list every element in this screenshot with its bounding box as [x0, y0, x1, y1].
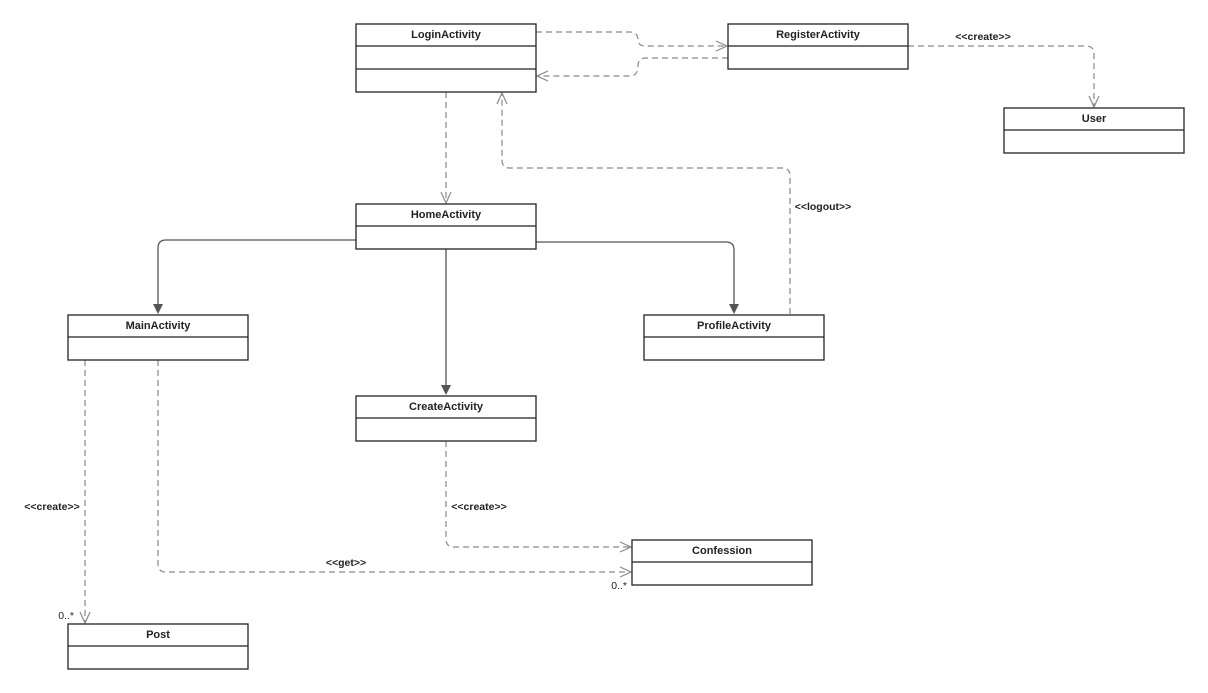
- login-to-register-dependency: [536, 31, 729, 52]
- main-post-label: <<create>>: [24, 501, 79, 513]
- main-to-confession-dependency: [157, 360, 633, 578]
- class-post[interactable]: Post: [67, 623, 249, 670]
- class-name: User: [1082, 113, 1107, 125]
- post-multiplicity: 0..*: [58, 610, 74, 622]
- class-name: LoginActivity: [411, 29, 482, 41]
- class-create-activity[interactable]: CreateActivity: [355, 395, 537, 442]
- create-confession-label: <<create>>: [451, 501, 506, 513]
- main-to-post-dependency: [79, 360, 91, 625]
- class-main-activity[interactable]: MainActivity: [67, 314, 249, 361]
- class-profile-activity[interactable]: ProfileActivity: [643, 314, 825, 361]
- home-to-create-association: [441, 249, 451, 395]
- confession-multiplicity: 0..*: [611, 580, 627, 592]
- register-to-user-dependency: [908, 45, 1100, 109]
- class-name: Confession: [692, 545, 752, 557]
- register-to-login-dependency: [535, 57, 728, 82]
- class-confession[interactable]: Confession: [631, 539, 813, 586]
- class-name: Post: [146, 629, 170, 641]
- class-name: MainActivity: [126, 320, 192, 332]
- create-to-confession-dependency: [445, 441, 633, 553]
- class-name: ProfileActivity: [697, 320, 772, 332]
- profile-to-login-dependency: [496, 91, 791, 314]
- logout-label: <<logout>>: [795, 201, 852, 213]
- class-login-activity[interactable]: LoginActivity: [355, 23, 537, 93]
- home-to-profile-association: [536, 241, 739, 314]
- class-name: CreateActivity: [409, 401, 484, 413]
- class-name: HomeActivity: [411, 209, 482, 221]
- get-label: <<get>>: [326, 557, 366, 569]
- class-user[interactable]: User: [1003, 107, 1185, 154]
- class-name: RegisterActivity: [776, 29, 861, 41]
- class-home-activity[interactable]: HomeActivity: [355, 203, 537, 250]
- class-register-activity[interactable]: RegisterActivity: [727, 23, 909, 70]
- home-to-main-association: [153, 239, 356, 314]
- register-user-label: <<create>>: [955, 31, 1010, 43]
- login-to-home-dependency: [440, 92, 452, 205]
